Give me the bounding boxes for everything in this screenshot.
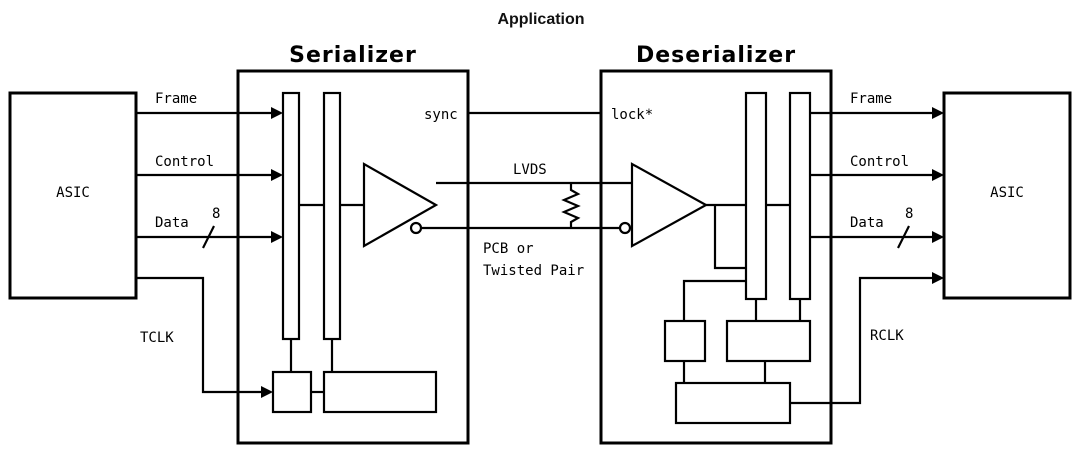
control-right-arrow xyxy=(932,169,944,181)
frame-left-label: Frame xyxy=(155,91,197,107)
asic-right-box xyxy=(942,91,1072,300)
deserializer-label: Deserializer xyxy=(636,43,796,68)
serializer-register-1 xyxy=(281,91,301,341)
driver-inverting-bubble xyxy=(409,221,423,235)
deserializer-pll-box xyxy=(674,381,792,425)
bus-slash-left xyxy=(202,225,215,249)
serializer-control-box xyxy=(322,370,438,414)
sync-label: sync xyxy=(424,107,458,123)
asic-right-label: ASIC xyxy=(990,185,1024,201)
rclk-wire xyxy=(790,276,933,405)
medium-label-line1: PCB or xyxy=(483,241,534,257)
bus-width-left-label: 8 xyxy=(212,206,220,222)
receiver-inverting-bubble xyxy=(618,221,632,235)
diagram-title: Application xyxy=(497,11,584,28)
lvds-receiver-triangle xyxy=(630,162,709,248)
tclk-wire xyxy=(136,276,262,394)
lvds-driver-triangle xyxy=(362,162,439,248)
deserializer-control-box xyxy=(725,319,812,363)
frame-right-label: Frame xyxy=(850,91,892,107)
tclk-label: TCLK xyxy=(140,330,174,346)
serializer-clock-box xyxy=(271,370,313,414)
bus-slash-right xyxy=(897,225,910,249)
frame-right-arrow xyxy=(932,107,944,119)
asic-left-box xyxy=(8,91,138,300)
bus-width-right-label: 8 xyxy=(905,206,913,222)
rclk-arrow xyxy=(932,272,944,284)
medium-label-line2: Twisted Pair xyxy=(483,263,584,279)
deserializer-register-2 xyxy=(788,91,812,301)
control-left-arrow xyxy=(271,169,283,181)
data-right-label: Data xyxy=(850,215,884,231)
control-right-label: Control xyxy=(850,154,909,170)
lvds-label: LVDS xyxy=(513,162,547,178)
control-left-label: Control xyxy=(155,154,214,170)
data-right-arrow xyxy=(932,231,944,243)
lock-label: lock* xyxy=(611,107,653,123)
deserializer-clock-box xyxy=(663,319,707,363)
tclk-arrow xyxy=(261,386,273,398)
serializer-label: Serializer xyxy=(289,43,417,68)
serializer-register-2 xyxy=(322,91,342,341)
asic-left-label: ASIC xyxy=(56,185,90,201)
des-reg-to-clock xyxy=(682,279,746,321)
deserializer-register-1 xyxy=(744,91,768,301)
data-left-label: Data xyxy=(155,215,189,231)
termination-resistor xyxy=(561,183,581,228)
frame-left-arrow xyxy=(271,107,283,119)
rclk-label: RCLK xyxy=(870,328,904,344)
data-left-arrow xyxy=(271,231,283,243)
receiver-branch xyxy=(713,205,746,270)
